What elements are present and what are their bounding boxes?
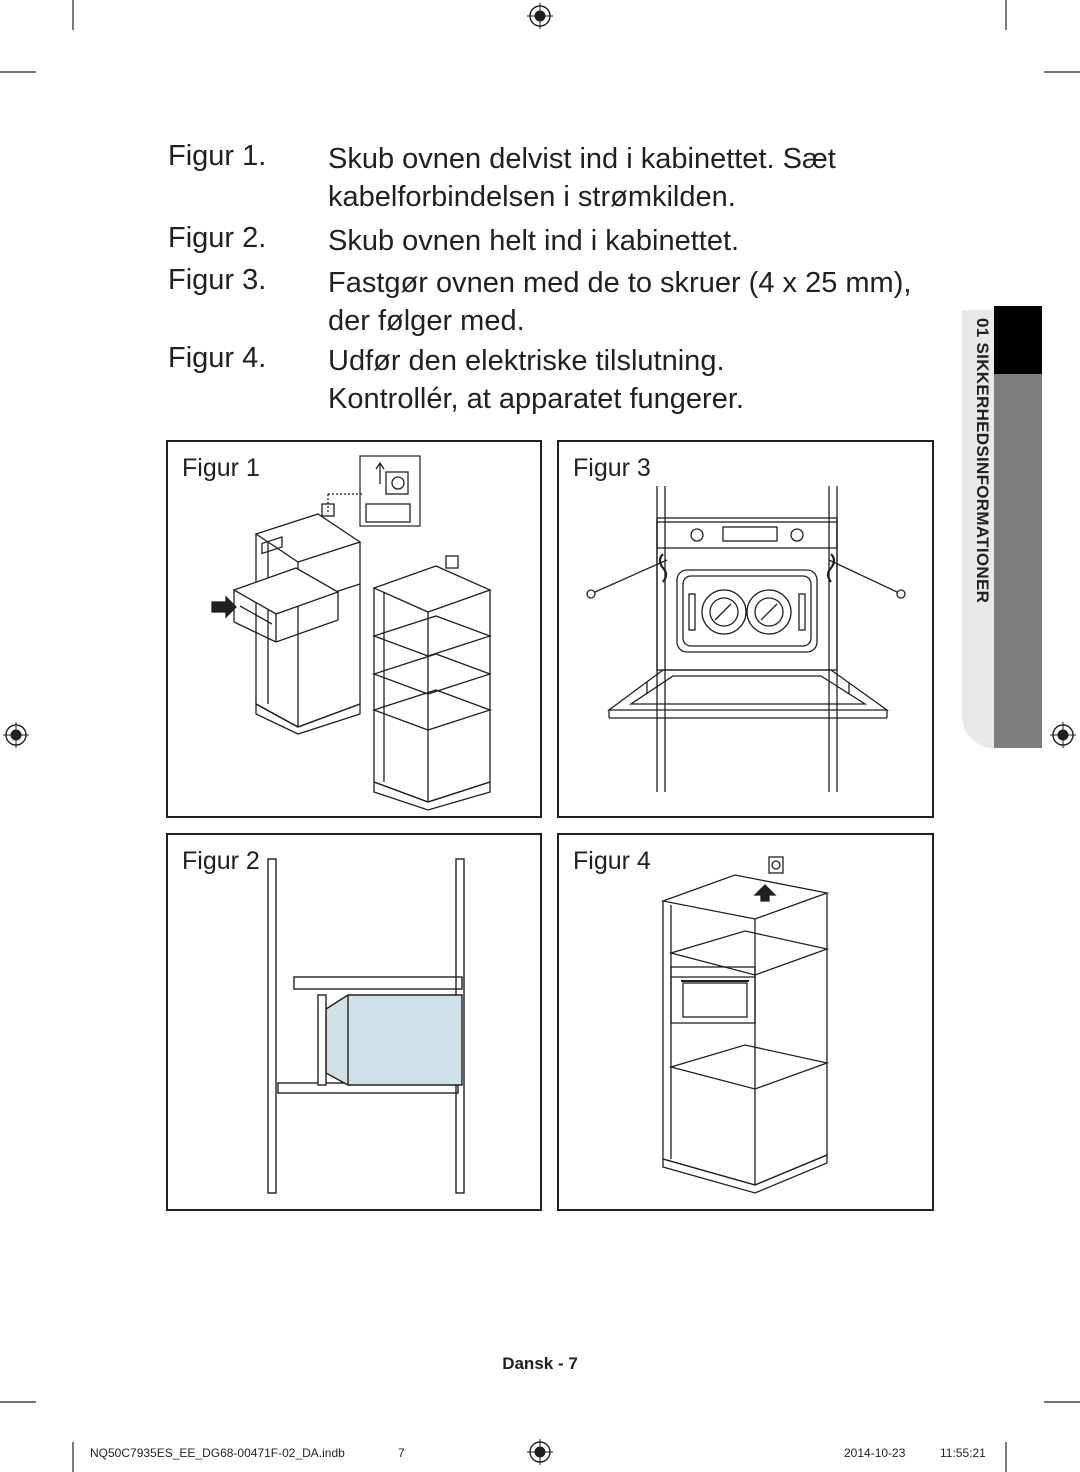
- registration-mark-bottom: [527, 1439, 553, 1465]
- instruction-text: Udfør den elektriske tilslutning.: [328, 345, 725, 377]
- figure-3-label: Figur 3: [573, 454, 654, 483]
- instruction-text: kabelforbindelsen i strømkilden.: [328, 181, 736, 213]
- chapter-tab-label: 01 SIKKERHEDSINFORMATIONER: [973, 318, 992, 604]
- chapter-tab: 01 SIKKERHEDSINFORMATIONER: [964, 318, 994, 738]
- instruction-label: Figur 4.: [168, 342, 267, 374]
- figure-4-illustration: [660, 856, 830, 1194]
- instruction-label: Figur 3.: [168, 264, 267, 296]
- figure-4: Figur 4: [557, 833, 934, 1211]
- figure-1-label: Figur 1: [182, 454, 263, 483]
- print-time: 11:55:21: [940, 1446, 986, 1460]
- figure-3: Figur 3: [557, 440, 934, 818]
- file-page: 7: [398, 1446, 405, 1460]
- print-date: 2014-10-23: [844, 1446, 906, 1460]
- figure-1: Figur 1: [166, 440, 542, 818]
- instruction-text: Fastgør ovnen med de to skruer (4 x 25 m…: [328, 267, 912, 299]
- instruction-text: Skub ovnen delvist ind i kabinettet. Sæt: [328, 143, 836, 175]
- figure-2-label: Figur 2: [182, 847, 263, 876]
- registration-mark-top: [527, 3, 553, 29]
- instruction-text: der følger med.: [328, 305, 525, 337]
- figure-4-label: Figur 4: [573, 847, 654, 876]
- instruction-label: Figur 2.: [168, 222, 267, 254]
- figure-3-illustration: [586, 486, 906, 792]
- instruction-text: Kontrollér, at apparatet fungerer.: [328, 383, 744, 415]
- page-number: Dansk - 7: [502, 1354, 578, 1373]
- registration-mark-left: [3, 722, 29, 748]
- figure-2: Figur 2: [166, 833, 542, 1211]
- instruction-label: Figur 1.: [168, 140, 267, 172]
- figure-1-illustration: [211, 455, 492, 811]
- chapter-tab-background: [962, 310, 994, 748]
- registration-mark-right: [1050, 722, 1076, 748]
- instruction-text: Skub ovnen helt ind i kabinettet.: [328, 225, 740, 257]
- file-name: NQ50C7935ES_EE_DG68-00471F-02_DA.indb: [90, 1446, 345, 1460]
- chapter-tab-marker: [994, 306, 1042, 374]
- figure-2-illustration: [267, 858, 465, 1194]
- chapter-tab-bar: [994, 374, 1042, 748]
